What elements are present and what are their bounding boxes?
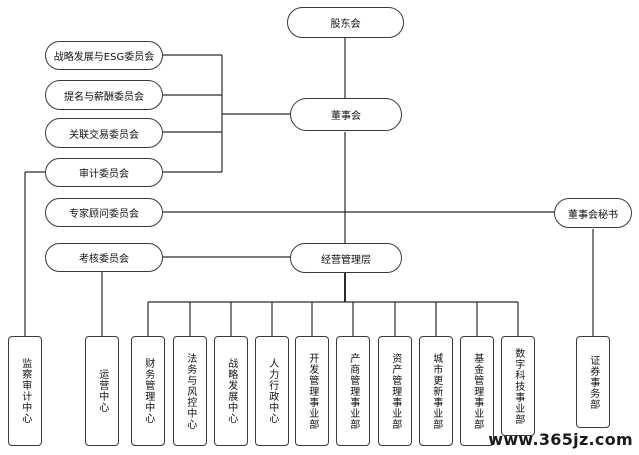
industrial-division-label: 产商管理事业部 [347,352,359,430]
related-party-committee: 关联交易委员会 [45,118,163,148]
legal-risk-center-node: 法务与风控中心 [173,336,207,446]
legal-risk-center-label: 法务与风控中心 [184,352,196,430]
asset-division-label: 资产管理事业部 [389,352,401,430]
operations-center-label: 运营中心 [96,369,108,413]
fund-division-node: 基金管理事业部 [460,336,494,446]
hr-center-label: 人力行政中心 [266,358,278,424]
operations-center-node: 运营中心 [85,336,119,446]
assessment-committee: 考核委员会 [45,243,163,272]
nomination-remuneration-committee: 提名与薪酬委员会 [45,80,163,110]
securities-dept-node: 证券事务部 [576,336,610,428]
expert-advisory-committee: 专家顾问委员会 [45,198,163,227]
board-node: 董事会 [290,98,402,131]
finance-center-node: 财务管理中心 [131,336,165,446]
shareholders-node: 股东会 [287,7,404,38]
board-secretary-node: 董事会秘书 [554,198,632,228]
watermark-text: www.365jz.com [488,430,633,449]
finance-center-label: 财务管理中心 [142,358,154,424]
strategy-dev-center-label: 战略发展中心 [225,358,237,424]
development-division-label: 开发管理事业部 [306,352,318,430]
digital-tech-division-label: 数字科技事业部 [512,347,524,425]
asset-division-node: 资产管理事业部 [378,336,412,446]
urban-renewal-division-node: 城市更新事业部 [419,336,453,446]
audit-center-label: 监察审计中心 [19,358,31,424]
industrial-division-node: 产商管理事业部 [336,336,370,446]
fund-division-label: 基金管理事业部 [471,352,483,430]
urban-renewal-division-label: 城市更新事业部 [430,352,442,430]
securities-dept-label: 证券事务部 [587,354,599,410]
strategy-esg-committee: 战略发展与ESG委员会 [45,41,163,70]
strategy-dev-center-node: 战略发展中心 [214,336,248,446]
development-division-node: 开发管理事业部 [295,336,329,446]
audit-center-node: 监察审计中心 [8,336,42,446]
management-node: 经营管理层 [290,243,402,273]
digital-tech-division-node: 数字科技事业部 [501,336,535,436]
hr-center-node: 人力行政中心 [255,336,289,446]
audit-committee: 审计委员会 [45,158,163,187]
